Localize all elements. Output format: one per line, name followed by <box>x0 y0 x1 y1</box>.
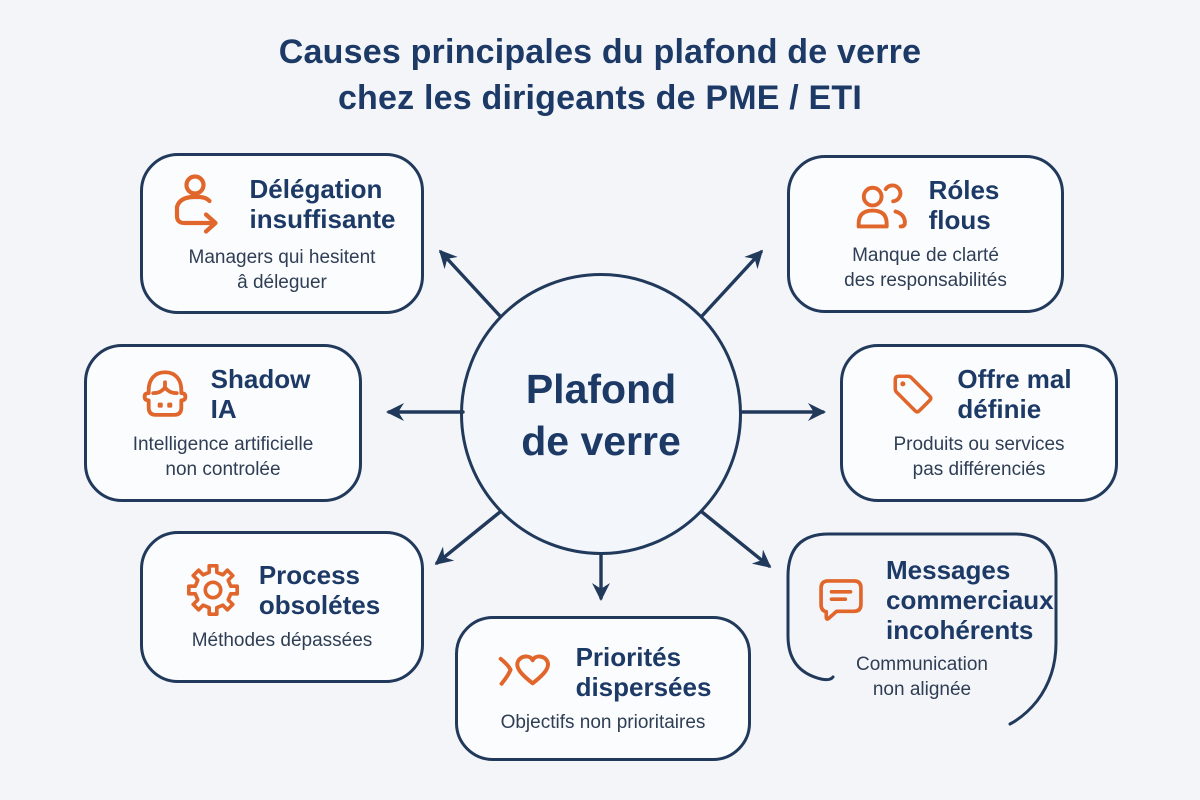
cause-title: Messages commerciaux incohérents <box>886 555 1054 646</box>
delegate-user-icon <box>174 174 218 234</box>
cause-box-messages: Messages commerciaux incohérents Communi… <box>785 531 1059 731</box>
heart-arrow-icon <box>498 654 550 686</box>
cause-description: Produits ou services pas différenciés <box>893 433 1065 480</box>
cause-title: Róles flous <box>928 174 1000 235</box>
cause-description: Objectifs non prioritaires <box>500 711 706 733</box>
page-title: Causes principales du plafond de verre c… <box>278 33 922 117</box>
cause-title: Process obsolétes <box>258 560 381 621</box>
tag-icon <box>893 374 933 414</box>
cause-title: Priorités dispersées <box>575 641 712 702</box>
cause-title: Shadow IA <box>210 363 311 424</box>
cause-title: Offre mal définie <box>957 363 1072 424</box>
cause-description: Méthodes dépassées <box>191 630 373 652</box>
cause-title: Délégation insuffisante <box>249 174 396 235</box>
cause-box-roles: Róles flous Manque de clarté des respons… <box>787 155 1064 313</box>
cause-box-priorites: Priorités dispersées Objectifs non prior… <box>455 616 751 761</box>
robot-icon <box>142 370 187 417</box>
gear-icon <box>186 564 239 617</box>
cause-description: Communication non alignée <box>856 654 988 701</box>
chat-icon <box>819 579 863 622</box>
cause-box-process: Process obsolétes Méthodes dépassées <box>140 531 424 683</box>
users-icon <box>856 183 907 229</box>
cause-box-offre: Offre mal définie Produits ou services p… <box>840 344 1118 502</box>
cause-description: Intelligence artificielle non controlée <box>132 433 314 480</box>
cause-description: Manque de clarté des responsabilités <box>844 244 1007 291</box>
cause-box-shadow-ia: Shadow IA Intelligence artificielle non … <box>84 344 362 502</box>
center-label: Plafond de verre <box>521 365 681 464</box>
cause-box-delegation: Délégation insuffisante Managers qui hes… <box>140 153 424 314</box>
cause-description: Managers qui hesitent â déleguer <box>188 247 376 293</box>
